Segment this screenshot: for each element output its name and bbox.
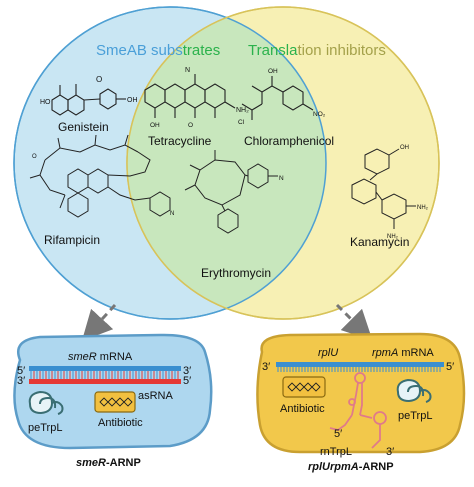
label-kanamycin: Kanamycin — [350, 235, 409, 249]
right-five-prime: 5′ — [446, 361, 454, 373]
right-rntrpl-label: rnTrpL — [320, 446, 352, 458]
chloramphenicol-no2-label: NO₂ — [313, 111, 326, 118]
right-mrna-ticks — [277, 367, 441, 372]
erythromycin-n-label: N — [279, 175, 284, 182]
right-three-prime: 3′ — [262, 361, 270, 373]
chloramphenicol-cl-label: Cl — [238, 119, 245, 126]
chloramphenicol-structure — [241, 76, 314, 120]
right-mrna-label: rpmA mRNA — [372, 347, 434, 359]
tetracycline-o-label: O — [188, 122, 193, 129]
rifampicin-structure — [29, 134, 171, 218]
right-rnt-five-prime: 5′ — [334, 428, 342, 440]
kanamycin-nh2-label-2: NH₂ — [387, 234, 399, 240]
kanamycin-oh-label: OH — [400, 145, 409, 151]
left-antibiotic-label: Antibiotic — [98, 417, 143, 429]
left-arnp-caption: smeR-ARNP — [76, 457, 141, 469]
label-erythromycin: Erythromycin — [201, 266, 271, 280]
left-base-pairs — [30, 371, 179, 379]
rifampicin-o-label: O — [32, 154, 37, 160]
tetracycline-oh-label: OH — [150, 122, 160, 129]
title-smeab-substrates: SmeAB substrates — [96, 42, 220, 59]
genistein-o-label: O — [96, 75, 102, 84]
left-mrna-label: smeR mRNA — [68, 351, 133, 363]
left-asrna-label: asRNA — [138, 390, 174, 402]
right-gene1-label: rplU — [318, 347, 338, 359]
label-rifampicin: Rifampicin — [44, 233, 100, 247]
left-arrow — [81, 303, 117, 342]
left-petrpl-label: peTrpL — [28, 422, 62, 434]
tetracycline-nh2-label: NH₂ — [236, 107, 249, 114]
right-rntrpl-hairpin — [329, 372, 387, 449]
right-petrpl-peptide — [396, 378, 432, 403]
right-antibiotic-label: Antibiotic — [280, 403, 325, 415]
rifampicin-n-label: N — [170, 211, 174, 217]
right-petrpl-label: peTrpL — [398, 410, 432, 422]
genistein-oh-label: OH — [127, 97, 138, 104]
left-three-prime-bottom: 3′ — [17, 375, 25, 387]
right-arnp-caption: rplUrpmA-ARNP — [308, 461, 394, 473]
label-tetracycline: Tetracycline — [148, 134, 212, 148]
chloramphenicol-oh-label: OH — [268, 68, 278, 75]
right-rnt-three-prime: 3′ — [386, 446, 394, 458]
label-chloramphenicol: Chloramphenicol — [244, 134, 334, 148]
kanamycin-nh2-label: NH₂ — [417, 205, 429, 211]
erythromycin-structure — [184, 150, 278, 234]
tetracycline-n-label: N — [185, 67, 190, 74]
left-mrna-strand — [29, 366, 181, 371]
left-antibiotic-icon — [94, 391, 136, 413]
genistein-structure — [51, 84, 126, 116]
left-five-prime-bottom: 5′ — [183, 375, 191, 387]
kanamycin-structure — [351, 148, 416, 229]
left-petrpl-peptide — [28, 390, 64, 415]
right-arrow — [335, 303, 373, 341]
overlap-region — [127, 7, 326, 319]
right-antibiotic-icon — [282, 376, 326, 398]
tetracycline-structure — [144, 74, 236, 118]
genistein-ho-label: HO — [40, 99, 51, 106]
label-genistein: Genistein — [58, 120, 109, 134]
left-asrna-strand — [29, 379, 181, 384]
left-five-prime-top: 5′ — [17, 365, 25, 377]
title-translation-inhibitors: Translation inhibitors — [248, 42, 386, 59]
right-mrna-strand — [276, 362, 444, 367]
left-three-prime-top: 3′ — [183, 365, 191, 377]
